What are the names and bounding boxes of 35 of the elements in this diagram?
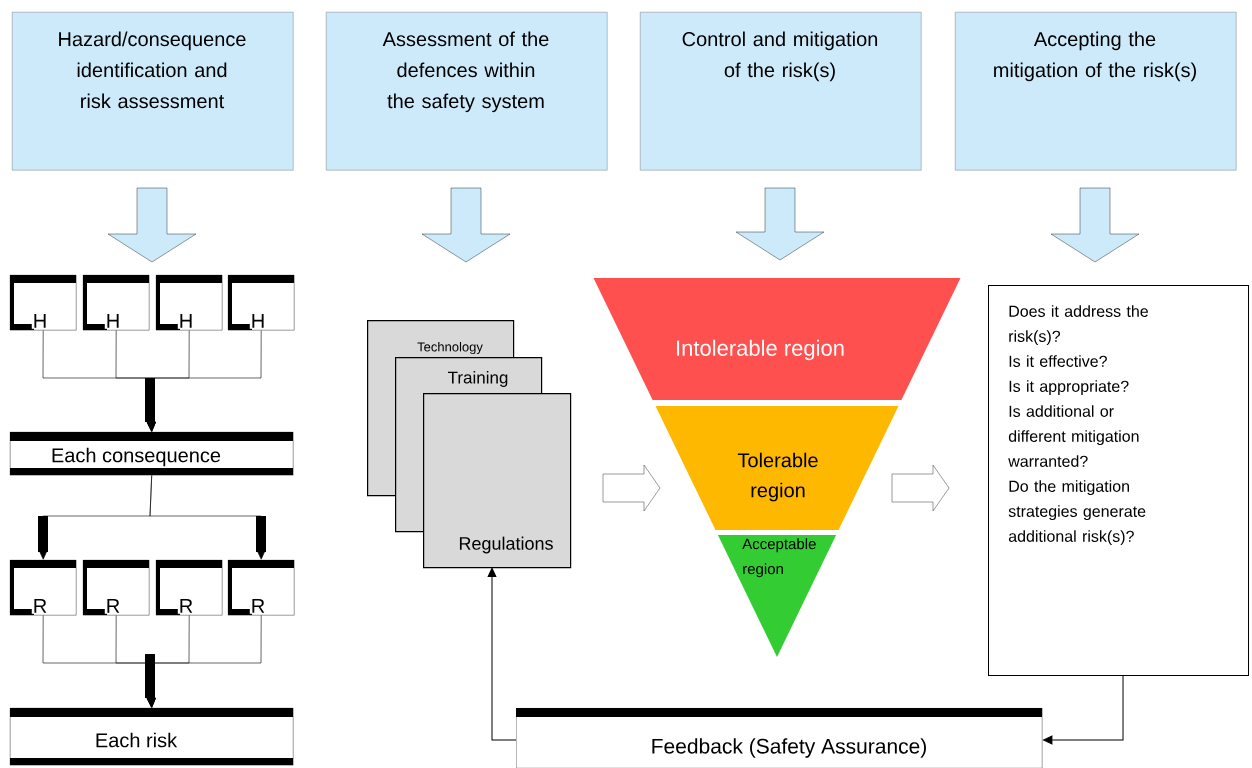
connector-trunk xyxy=(145,378,155,422)
risk-band: Tolerable region xyxy=(655,406,899,530)
block-arrow xyxy=(107,187,197,263)
process-box: Hazard/consequence identification and risk assessment xyxy=(12,12,294,171)
risk-box: R xyxy=(156,560,223,616)
connector-trunk xyxy=(38,516,48,552)
connector-line xyxy=(147,330,262,432)
process-box: Control and mitigation of the risk(s) xyxy=(640,12,922,171)
arrow xyxy=(1043,674,1124,745)
risk-band: Acceptable region xyxy=(717,535,837,657)
document-page: Regulations xyxy=(423,393,572,569)
block-arrow xyxy=(735,187,825,261)
risk-band: Intolerable region xyxy=(593,278,961,400)
hazard-box: H xyxy=(83,275,150,331)
block-arrow xyxy=(891,464,950,512)
process-box: Accepting the mitigation of the risk(s) xyxy=(955,12,1237,171)
block-arrow xyxy=(1050,187,1140,263)
process-box: Each risk xyxy=(10,708,294,766)
connector-line xyxy=(146,615,262,708)
block-arrow xyxy=(421,187,511,263)
arrow xyxy=(487,567,517,741)
hazard-box: H xyxy=(156,275,223,331)
hazard-box: H xyxy=(228,275,295,331)
feedback-box: Feedback (Safety Assurance) xyxy=(516,708,1043,768)
risk-box: R xyxy=(83,560,150,616)
process-box: Assessment of the defences within the safety system xyxy=(326,12,608,171)
risk-box: R xyxy=(10,560,77,616)
hazard-box: H xyxy=(10,275,77,331)
block-arrow xyxy=(602,464,661,512)
risk-box: R xyxy=(228,560,295,616)
connector-line xyxy=(149,475,266,560)
connector-trunk xyxy=(256,516,266,552)
process-box: Each consequence xyxy=(10,432,294,476)
connector-trunk xyxy=(145,654,155,698)
question-box: Does it address the risk(s)? Is it effective? Is it appropriate? Is additional or different mitigation warranted? Do the mitigation strategies generate additional risk(s)? xyxy=(988,285,1249,676)
